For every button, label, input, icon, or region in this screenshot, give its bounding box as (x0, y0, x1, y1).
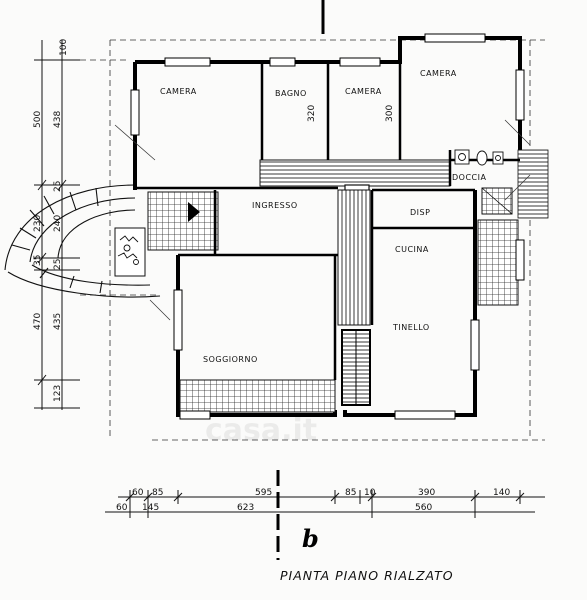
bottom-dim-lower-4: 560 (415, 503, 432, 513)
left-dim-25b: 25 (53, 259, 63, 270)
room-label-soggiorno: SOGGIORNO (203, 355, 258, 364)
spiral-staircase (4, 184, 161, 298)
bottom-dim-upper-3: 595 (255, 488, 272, 498)
room-label-cucina: CUCINA (395, 245, 429, 254)
bottom-dim-lower-1: 60 (116, 503, 128, 513)
room-label-disp: DISP (410, 208, 430, 217)
planter (114, 227, 146, 277)
section-mark-b: b (302, 524, 319, 553)
room-label-camera-2: CAMERA (345, 87, 382, 96)
stair-strip-vertical (337, 189, 371, 326)
room-label-ingresso: INGRESSO (252, 201, 298, 210)
soggiorno-tile-strip (179, 379, 336, 413)
bottom-dim-upper-5: 10 (364, 488, 376, 498)
left-dim-438: 438 (53, 111, 63, 128)
room-label-tinello: TINELLO (392, 323, 430, 332)
bottom-dim-upper-7: 140 (493, 488, 510, 498)
left-dim-35: 35 (33, 255, 43, 266)
entrance-porch-tiles (147, 191, 219, 251)
left-dim-240: 240 (53, 215, 63, 232)
left-dim-470: 470 (33, 313, 43, 330)
room-label-doccia: DOCCIA (452, 173, 486, 182)
room-dim-bagno: 320 (307, 105, 317, 122)
left-dim-230: 230 (33, 215, 43, 232)
bottom-dim-upper-6: 390 (418, 488, 435, 498)
sanitary-fixtures (454, 149, 504, 166)
bottom-dim-upper-1: 60 (132, 488, 144, 498)
shower-diagonal (481, 187, 513, 215)
left-dim-123: 123 (53, 385, 63, 402)
plan-title: PIANTA PIANO RIALZATO (280, 568, 454, 583)
east-step-hatch (517, 149, 549, 219)
left-dim-25a: 25 (53, 181, 63, 192)
east-terrace-tiles (477, 219, 519, 306)
construction-lines (114, 119, 531, 321)
room-label-camera-3: CAMERA (420, 69, 457, 78)
room-dim-camera-2: 300 (385, 105, 395, 122)
entry-arrow-icon (188, 202, 200, 222)
bottom-dim-lower-3: 623 (237, 503, 254, 513)
bottom-dimension-lines (105, 490, 545, 518)
watermark: casa.it (205, 413, 317, 448)
corridor-strip (259, 159, 451, 187)
left-dim-500: 500 (33, 111, 43, 128)
room-label-camera-1: CAMERA (160, 87, 197, 96)
left-dim-100: 100 (59, 39, 69, 56)
left-dimension-chain (34, 40, 80, 410)
planter-foliage (117, 235, 139, 265)
bottom-dim-lower-2: 145 (142, 503, 159, 513)
windows (130, 33, 525, 420)
left-dim-435: 435 (53, 313, 63, 330)
room-label-bagno: BAGNO (275, 89, 307, 98)
bottom-dim-upper-4: 85 (345, 488, 356, 498)
bottom-dim-upper-2: 85 (152, 488, 163, 498)
